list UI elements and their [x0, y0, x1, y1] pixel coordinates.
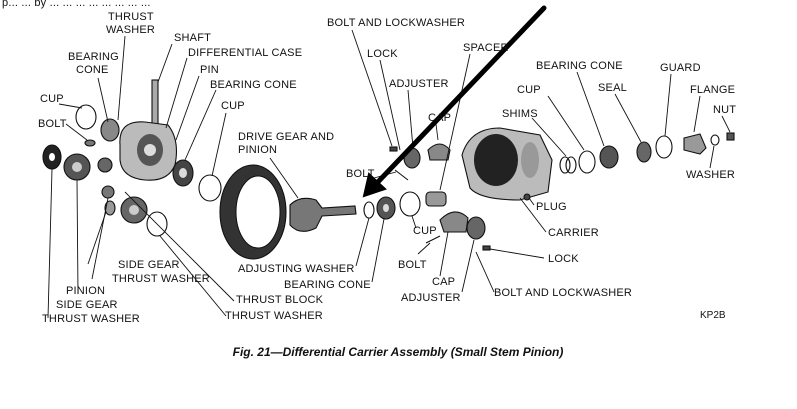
label-flange: FLANGE — [690, 84, 735, 96]
label-guard: GUARD — [660, 62, 701, 74]
side-gear-thrust-washer-part — [104, 200, 116, 216]
label-differential-case: DIFFERENTIAL CASE — [188, 47, 302, 59]
label-bearing-cone-mid: BEARING CONE — [210, 79, 297, 91]
pinion-gear-part — [97, 157, 113, 173]
washer-part — [710, 134, 720, 146]
label-cap-bottom: CAP — [432, 276, 455, 288]
lock-bottom-part — [482, 245, 491, 251]
bearing-cone-left-part — [100, 118, 120, 142]
cup-spacer-part — [399, 191, 421, 217]
label-side-gear: SIDE GEAR — [56, 299, 118, 311]
nut-part — [726, 132, 735, 141]
label-bearing-cone-right: BEARING CONE — [536, 60, 623, 72]
label-bearing-cone-bottom: BEARING CONE — [284, 279, 371, 291]
label-bolt-bottom: BOLT — [398, 259, 427, 271]
labels: THRUST WASHER SHAFT BEARING CONE DIFFERE… — [38, 11, 736, 325]
label-cup-bottom: CUP — [413, 225, 437, 237]
label-seal: SEAL — [598, 82, 627, 94]
pinion-small-part — [101, 185, 115, 199]
shaft-part — [151, 79, 159, 129]
label-adjuster-bottom: ADJUSTER — [401, 292, 461, 304]
cup-mid-part — [198, 174, 222, 202]
label-nut: NUT — [713, 104, 736, 116]
parts-group — [42, 79, 735, 260]
label-drive-gear-line1: DRIVE GEAR AND — [238, 131, 334, 143]
label-shaft: SHAFT — [174, 32, 211, 44]
label-lock-top: LOCK — [367, 48, 398, 60]
adjuster-bottom-part — [466, 216, 486, 240]
label-bolt-mid: BOLT — [346, 168, 375, 180]
pinion-gear-shaft-part — [289, 197, 357, 232]
cup-right-part — [578, 150, 596, 174]
cup-left-part — [75, 104, 97, 130]
guard-part — [655, 135, 673, 159]
flange-part — [683, 133, 707, 155]
label-side-gear-thrust-washer-line1: SIDE GEAR — [118, 259, 180, 271]
adjusting-washer-part — [363, 201, 375, 219]
label-thrust-block: THRUST BLOCK — [236, 294, 324, 306]
figure-caption: Fig. 21—Differential Carrier Assembly (S… — [233, 345, 564, 359]
header-fragment: p... ... by ... ... ... ... ... ... ... … — [2, 0, 151, 9]
pointer-arrow — [362, 5, 547, 198]
bolt-left-part — [84, 139, 96, 147]
figure-code: KP2B — [700, 310, 726, 321]
bolt-mid-part — [394, 169, 409, 181]
spacer-part — [425, 191, 447, 207]
cap-top-part — [427, 143, 451, 161]
label-carrier: CARRIER — [548, 227, 599, 239]
label-pin: PIN — [200, 64, 219, 76]
plug-part — [523, 193, 531, 201]
label-side-gear-thrust-washer-line2: THRUST WASHER — [112, 273, 210, 285]
label-bolt-and-lockwasher-top: BOLT AND LOCKWASHER — [327, 17, 465, 29]
cap-bottom-part — [439, 211, 469, 233]
label-thrust-washer-top-line1: THRUST — [108, 11, 154, 23]
seal-part — [636, 141, 652, 163]
label-washer: WASHER — [686, 169, 735, 181]
label-shims: SHIMS — [502, 108, 538, 120]
bearing-cone-right-part — [599, 145, 619, 169]
label-adjusting-washer: ADJUSTING WASHER — [238, 263, 354, 275]
label-cup-right: CUP — [517, 84, 541, 96]
label-bolt-left: BOLT — [38, 118, 67, 130]
label-drive-gear-line2: PINION — [238, 144, 277, 156]
label-cup-mid: CUP — [221, 100, 245, 112]
label-thrust-washer-bottom-left: THRUST WASHER — [42, 313, 140, 325]
label-adjuster-top: ADJUSTER — [389, 78, 449, 90]
lock-top-part — [389, 146, 398, 152]
label-thrust-washer-top-line2: WASHER — [106, 24, 155, 36]
label-cup-left: CUP — [40, 93, 64, 105]
label-bearing-cone-left-line2: CONE — [76, 64, 109, 76]
label-lock-bottom: LOCK — [548, 253, 579, 265]
bolt-bottom-part — [425, 235, 441, 244]
label-pinion: PINION — [66, 285, 105, 297]
shims-part — [559, 156, 571, 174]
label-plug: PLUG — [536, 201, 567, 213]
leader-lines — [47, 29, 731, 319]
label-spacer: SPACER — [463, 42, 509, 54]
label-thrust-washer-bottom: THRUST WASHER — [225, 310, 323, 322]
label-bearing-cone-left-line1: BEARING — [68, 51, 119, 63]
label-bolt-and-lockwasher-bottom: BOLT AND LOCKWASHER — [494, 287, 632, 299]
label-cap-top: CAP — [428, 112, 451, 124]
